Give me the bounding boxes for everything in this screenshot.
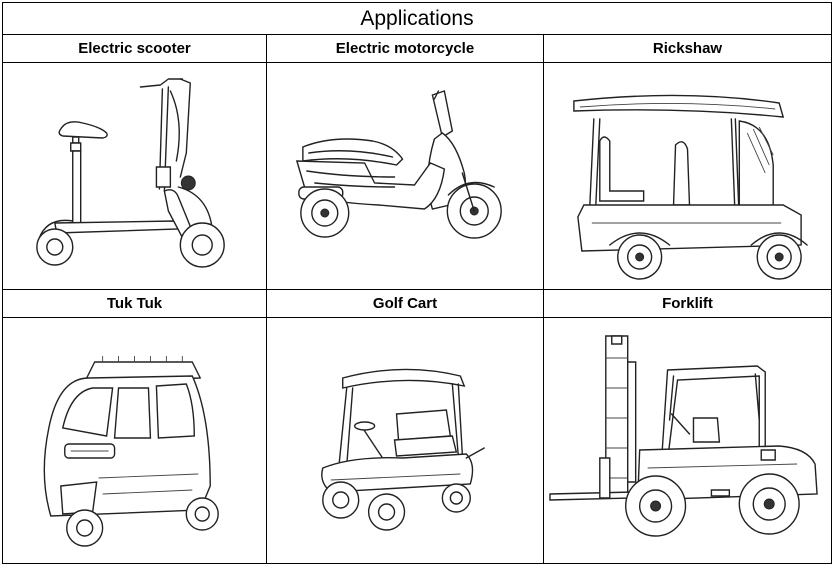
electric-motorcycle-cell (266, 62, 544, 290)
forklift-illustration (544, 318, 831, 563)
image-row-2 (2, 317, 832, 564)
label-electric-motorcycle: Electric motorcycle (266, 34, 544, 63)
label-electric-scooter: Electric scooter (2, 34, 267, 63)
forklift-cell (543, 317, 832, 564)
table-title: Applications (2, 2, 832, 35)
applications-table: Applications Electric scooter Electric m… (2, 2, 832, 564)
rickshaw-illustration (544, 63, 831, 289)
golf-cart-illustration (267, 318, 543, 563)
label-rickshaw: Rickshaw (543, 34, 832, 63)
label-tuk-tuk: Tuk Tuk (2, 289, 267, 318)
tuk-tuk-illustration (3, 318, 266, 563)
label-row-2: Tuk Tuk Golf Cart Forklift (2, 289, 832, 318)
image-row-1 (2, 62, 832, 290)
title-row: Applications (2, 2, 832, 35)
label-row-1: Electric scooter Electric motorcycle Ric… (2, 34, 832, 63)
label-golf-cart: Golf Cart (266, 289, 544, 318)
rickshaw-cell (543, 62, 832, 290)
label-forklift: Forklift (543, 289, 832, 318)
tuk-tuk-cell (2, 317, 267, 564)
golf-cart-cell (266, 317, 544, 564)
electric-scooter-illustration (3, 63, 266, 289)
electric-motorcycle-illustration (267, 63, 543, 289)
electric-scooter-cell (2, 62, 267, 290)
